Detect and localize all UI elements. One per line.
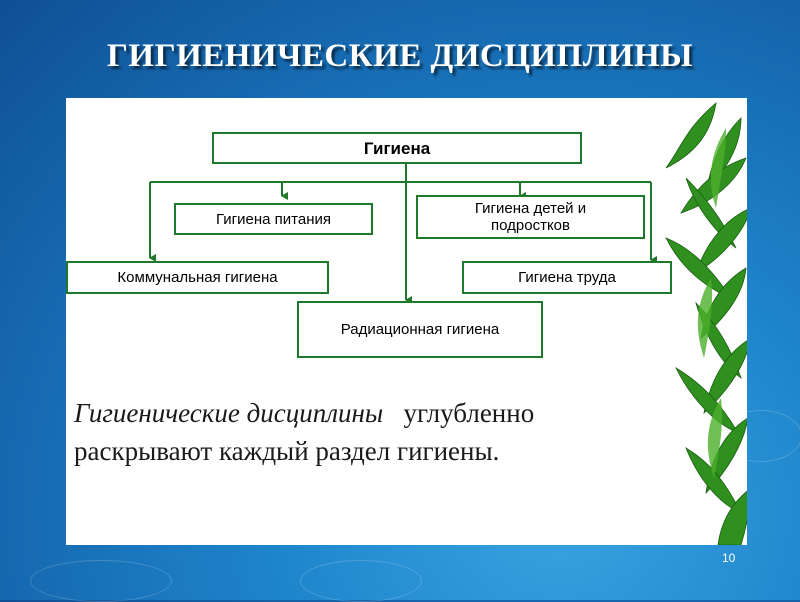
bamboo-leaves-decoration	[665, 102, 747, 545]
node-root: Гигиена	[212, 132, 582, 164]
node-nutrition: Гигиена питания	[174, 203, 373, 235]
water-ripple	[300, 560, 422, 602]
node-labor: Гигиена труда	[462, 261, 672, 294]
node-communal: Коммунальная гигиена	[66, 261, 329, 294]
body-text: Гигиенические дисциплины углубленно раск…	[74, 394, 734, 470]
content-panel: Гигиена Гигиена питания Гигиена детей и …	[66, 98, 747, 545]
body-line-2: раскрывают каждый раздел гигиены.	[74, 436, 500, 466]
body-line1-rest: углубленно	[383, 398, 535, 428]
page-number: 10	[722, 551, 736, 565]
slide-title: ГИГИЕНИЧЕСКИЕ ДИСЦИПЛИНЫ	[106, 38, 694, 74]
body-italic: Гигиенические дисциплины	[74, 398, 384, 428]
node-children: Гигиена детей и подростков	[416, 195, 645, 239]
body-line-1: Гигиенические дисциплины углубленно	[74, 394, 734, 432]
node-radiation: Радиационная гигиена	[297, 301, 543, 358]
connector-lines	[149, 164, 657, 304]
water-ripple	[30, 560, 172, 602]
